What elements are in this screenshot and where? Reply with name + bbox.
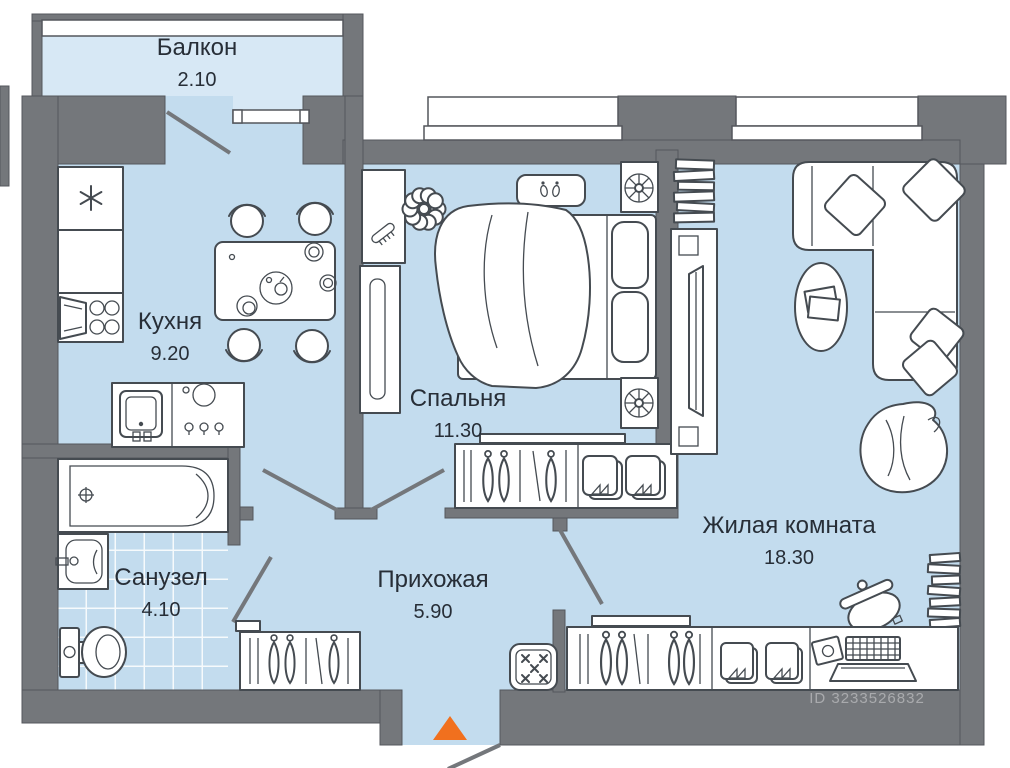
kitchen-door — [262, 468, 338, 512]
bedroom-door — [370, 468, 445, 512]
balcony-door — [165, 110, 232, 155]
wardrobe-hangers-icon — [579, 630, 701, 686]
pillow-icon — [611, 291, 649, 363]
room-name: Прихожая — [377, 566, 489, 593]
watermark: ID 3233526832 — [809, 690, 925, 707]
beanbag-icon — [859, 401, 948, 494]
living-room-furniture — [566, 158, 966, 691]
room-area: 2.10 — [177, 68, 217, 91]
rug-icon — [516, 174, 586, 207]
bookshelf-icon — [672, 158, 716, 224]
bedroom-furniture — [359, 161, 678, 509]
room-name: Кухня — [137, 308, 203, 335]
toilet-icon — [59, 626, 127, 678]
pillow-icon — [611, 221, 649, 289]
room-label-kitchen: Кухня 9.20 — [138, 308, 202, 366]
chair-icon — [227, 328, 261, 362]
room-area: 11.30 — [433, 419, 483, 442]
entrance-marker-icon — [433, 716, 467, 740]
wardrobe-hangers-icon — [454, 433, 678, 509]
chair-icon — [298, 202, 332, 236]
nightstand-icon — [620, 161, 659, 213]
bookshelf-icon — [926, 551, 962, 630]
folded-clothes-icon — [765, 642, 803, 684]
kitchen-furniture — [57, 166, 337, 448]
bedroom-window — [423, 96, 623, 141]
kitchen-sink-icon — [111, 382, 245, 448]
hallway-furniture — [235, 620, 558, 691]
room-area: 5.90 — [413, 600, 453, 623]
double-bed-icon — [434, 202, 657, 389]
room-area: 9.20 — [150, 342, 190, 365]
blanket — [434, 202, 591, 389]
folded-clothes-icon — [582, 455, 623, 500]
door-swings — [165, 110, 604, 768]
bathtub-icon — [57, 458, 229, 533]
pillow-icon — [902, 158, 966, 222]
balcony-glazing — [41, 19, 344, 37]
stove-icon — [57, 292, 124, 343]
chair-icon — [295, 329, 329, 363]
desk-laptop-icon — [810, 635, 917, 682]
room-label-hallway: Прихожая 5.90 — [377, 566, 488, 624]
doormat-icon — [509, 643, 558, 691]
room-name: Спальня — [409, 385, 507, 412]
room-name: Жилая комната — [702, 512, 876, 539]
bathroom-furniture — [55, 458, 229, 678]
coffee-table-icon — [794, 262, 848, 352]
windows — [41, 19, 923, 141]
folded-clothes-icon — [720, 642, 758, 684]
bathroom-door — [231, 555, 273, 624]
dining-table-icon — [214, 201, 337, 364]
room-name: Санузел — [114, 564, 208, 591]
dresser-icon — [361, 169, 406, 264]
pillow-icon — [901, 339, 959, 397]
pillow-icon — [823, 173, 887, 237]
walls — [0, 13, 1007, 746]
washbasin-icon — [55, 533, 109, 590]
kitchen-counter — [57, 229, 124, 294]
plant-icon — [401, 187, 447, 231]
kitchen-balcony-window — [232, 109, 310, 124]
living-room-window — [731, 96, 923, 141]
nightstand-icon — [620, 377, 659, 429]
fridge-snowflake-icon — [57, 166, 124, 231]
room-label-bathroom: Санузел 4.10 — [114, 564, 208, 622]
living-room-door — [558, 529, 604, 605]
corner-sofa-icon — [792, 158, 966, 397]
room-name: Балкон — [156, 34, 238, 61]
room-area: 4.10 — [141, 598, 181, 621]
tall-wardrobe-icon — [359, 265, 401, 414]
picture-frame-icon — [810, 635, 844, 666]
folded-clothes-icon — [625, 455, 666, 500]
tv-stand-icon — [670, 228, 718, 455]
bottom-storage-strip — [566, 615, 959, 691]
wardrobe-hangers-icon — [235, 620, 361, 691]
room-label-living-room: Жилая комната 18.30 — [702, 512, 875, 570]
room-area: 18.30 — [763, 546, 815, 569]
room-label-bedroom: Спальня 11.30 — [410, 385, 506, 443]
entrance-door — [447, 743, 501, 768]
room-label-balcony: Балкон 2.10 — [157, 34, 237, 92]
chair-icon — [230, 204, 264, 238]
